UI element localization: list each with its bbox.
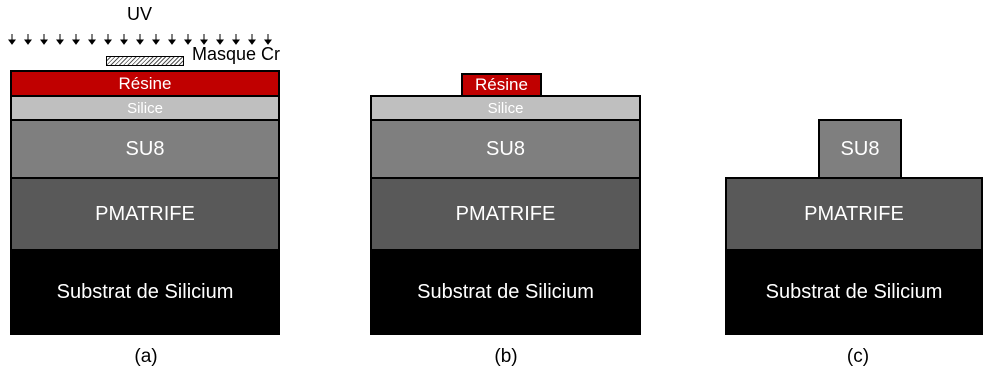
caption-c: (c)	[846, 346, 870, 367]
caption-b: (b)	[494, 346, 518, 367]
uv-label: UV	[127, 4, 153, 24]
uv-arrow-head	[88, 39, 96, 45]
uv-arrow-head	[56, 39, 64, 45]
uv-arrow-head	[72, 39, 80, 45]
uv-arrow-head	[24, 39, 32, 45]
uv-arrow-head	[200, 39, 208, 45]
pmatrife-layer: PMATRIFE	[370, 177, 641, 251]
uv-arrow-group	[8, 34, 272, 45]
silice-layer: Silice	[10, 95, 280, 121]
silice-layer: Silice	[370, 95, 641, 121]
uv-arrow-head	[216, 39, 224, 45]
pmatrife-layer: PMATRIFE	[725, 177, 983, 251]
substrat-layer: Substrat de Silicium	[725, 249, 983, 335]
su8-layer: SU8	[10, 119, 280, 179]
resine-layer: Résine	[10, 70, 280, 97]
chrome-mask	[106, 56, 184, 66]
substrat-layer: Substrat de Silicium	[370, 249, 641, 335]
uv-arrow-head	[264, 39, 272, 45]
uv-arrow-head	[40, 39, 48, 45]
uv-arrow-head	[184, 39, 192, 45]
caption-a: (a)	[134, 346, 158, 367]
uv-arrow-head	[152, 39, 160, 45]
mask-label: Masque Cr	[192, 44, 281, 64]
uv-arrow-head	[120, 39, 128, 45]
resine-pattern: Résine	[461, 73, 542, 97]
uv-arrow-head	[8, 39, 16, 45]
su8-pattern: SU8	[818, 119, 902, 179]
pmatrife-layer: PMATRIFE	[10, 177, 280, 251]
uv-arrow-head	[168, 39, 176, 45]
substrat-layer: Substrat de Silicium	[10, 249, 280, 335]
uv-arrows	[8, 34, 272, 45]
uv-arrow-head	[104, 39, 112, 45]
uv-arrow-head	[232, 39, 240, 45]
uv-arrow-head	[248, 39, 256, 45]
uv-arrow-head	[136, 39, 144, 45]
su8-layer: SU8	[370, 119, 641, 179]
